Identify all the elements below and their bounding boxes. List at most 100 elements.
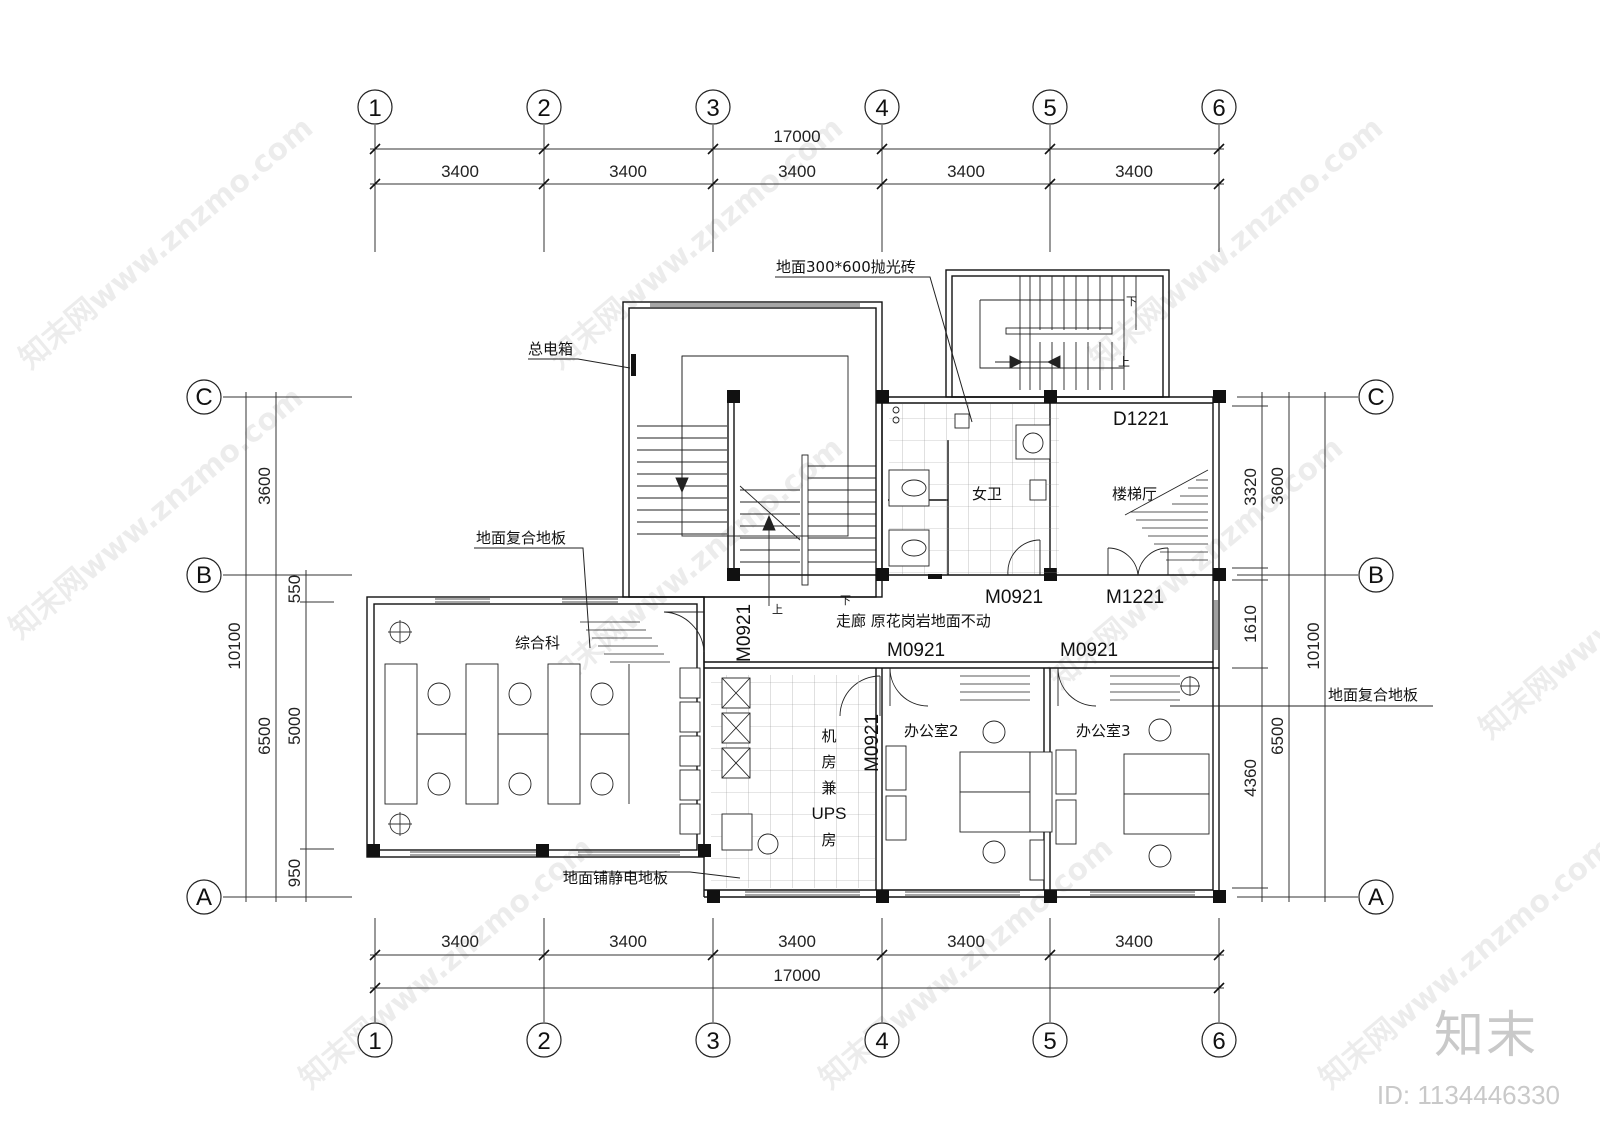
axis-label: 6 <box>1212 1028 1225 1055</box>
dim-bottom-total: 17000 <box>773 966 820 985</box>
axis-label: 1 <box>368 95 381 122</box>
leader-lines <box>474 276 1433 879</box>
dimension-ticks <box>369 143 1225 994</box>
room-label-machine: 房 <box>821 831 836 849</box>
dim-top-bay: 3400 <box>947 162 985 181</box>
dim-bottom-bay: 3400 <box>947 932 985 951</box>
door-code-d1221: D1221 <box>1113 409 1169 430</box>
dim-bottom-bay: 3400 <box>778 932 816 951</box>
axis-label: 6 <box>1212 95 1225 122</box>
office3-furniture <box>1055 718 1210 868</box>
axis-label: 5 <box>1043 1028 1056 1055</box>
hatch-office2 <box>960 675 1030 701</box>
dim-right-total: 10100 <box>1304 622 1323 669</box>
room-labels: 综合科 机 房 兼 UPS 房 办公室2 办公室3 女卫 楼梯厅 走廊 原花岗岩… <box>515 485 1157 849</box>
dim-left-total: 10100 <box>225 622 244 669</box>
axis-label: B <box>196 562 212 589</box>
stair-up-label: 上 <box>772 603 783 616</box>
watermark-brand: 知末 <box>1434 1006 1538 1064</box>
dim-top-total: 17000 <box>773 127 820 146</box>
axis-label: B <box>1368 562 1384 589</box>
stair-right <box>979 276 1137 390</box>
dim-top-bay: 3400 <box>441 162 479 181</box>
axis-label: 4 <box>875 95 888 122</box>
dim-bottom-bay: 3400 <box>1115 932 1153 951</box>
dim-left-inner: 550 <box>285 575 304 603</box>
dim-top-bay: 3400 <box>778 162 816 181</box>
room-label-machine: 兼 <box>821 779 836 797</box>
watermark-text: 知末网www.znzmo.com <box>1473 480 1600 746</box>
axis-label: 5 <box>1043 95 1056 122</box>
plant-icon <box>388 620 1200 836</box>
dim-left-outer: 6500 <box>255 717 274 755</box>
dim-left-inner: 5000 <box>285 707 304 745</box>
axis-bubbles-right: C B A <box>1358 379 1394 915</box>
watermark-text: 知末网www.znzmo.com <box>543 110 850 376</box>
dim-right-outer: 3600 <box>1268 467 1287 505</box>
axis-label: 3 <box>706 1028 719 1055</box>
axis-label: 4 <box>875 1028 888 1055</box>
door-code-m0921: M0921 <box>734 604 755 662</box>
door-code-m1221: M1221 <box>1106 587 1164 608</box>
axis-label: 2 <box>537 95 550 122</box>
stair-left <box>637 355 876 606</box>
dim-right-outer: 6500 <box>1268 717 1287 755</box>
room-label-machine: 房 <box>821 753 836 771</box>
dim-bottom-bay: 3400 <box>441 932 479 951</box>
dimension-lines <box>245 148 1326 989</box>
dim-left-outer: 3600 <box>255 467 274 505</box>
stair-hall-hatch <box>1124 469 1209 561</box>
axis-label: A <box>1368 884 1384 911</box>
axis-label: C <box>195 384 212 411</box>
room-label-stair-hall: 楼梯厅 <box>1112 485 1157 503</box>
watermark-text: 知末网www.znzmo.com <box>1083 110 1390 376</box>
womens-wc-fixtures <box>888 404 1059 576</box>
annotation-main-panel: 总电箱 <box>528 340 573 358</box>
annotation-floor-laminate: 地面复合地板 <box>1328 686 1418 704</box>
watermark-text: 知末网www.znzmo.com <box>3 380 310 646</box>
dim-bottom-bay: 3400 <box>609 932 647 951</box>
dim-right-inner: 1610 <box>1241 605 1260 643</box>
room-label-office2: 办公室2 <box>904 722 959 740</box>
office2-furniture <box>885 720 1053 881</box>
general-office-furniture <box>384 663 701 835</box>
dimension-text: 17000 3400 3400 3400 3400 3400 3400 3400… <box>225 127 1323 985</box>
room-label-general: 综合科 <box>515 634 560 652</box>
axis-bubbles-left: C B A <box>186 379 222 915</box>
axis-label: 1 <box>368 1028 381 1055</box>
room-label-office3: 办公室3 <box>1076 722 1131 740</box>
watermark-id: ID: 1134446330 <box>1376 1080 1560 1110</box>
room-label-corridor: 走廊 原花岗岩地面不动 <box>836 612 991 630</box>
stair-up-label: 上 <box>1118 355 1130 369</box>
watermark-text: 知末网www.znzmo.com <box>13 110 320 376</box>
room-label-machine: UPS <box>812 804 847 823</box>
door-swings <box>663 547 1169 717</box>
panel-box-icon <box>631 354 636 376</box>
axis-label: 3 <box>706 95 719 122</box>
annotation-floor-tile: 地面300*600抛光砖 <box>776 258 916 276</box>
stair-down-label: 下 <box>1126 295 1137 308</box>
dim-top-bay: 3400 <box>1115 162 1153 181</box>
door-code-m0921: M0921 <box>1060 640 1118 661</box>
dim-top-bay: 3400 <box>609 162 647 181</box>
dim-right-inner: 4360 <box>1241 759 1260 797</box>
axis-bubbles-top: 1 2 3 4 5 6 <box>357 89 1237 125</box>
room-label-womens-wc: 女卫 <box>972 485 1002 503</box>
annotation-labels: 总电箱 地面300*600抛光砖 地面复合地板 地面复合地板 地面铺静电地板 <box>476 258 1418 887</box>
axis-label: C <box>1367 384 1384 411</box>
machine-room-floor <box>711 675 875 888</box>
door-code-m0921: M0921 <box>985 587 1043 608</box>
dim-right-inner: 3320 <box>1241 468 1260 506</box>
dim-left-inner: 950 <box>285 859 304 887</box>
axis-label: A <box>196 884 212 911</box>
hatch-general <box>580 621 670 663</box>
room-label-machine: 机 <box>821 727 836 745</box>
stair-down-label: 下 <box>840 594 851 607</box>
annotation-floor-antistatic: 地面铺静电地板 <box>563 869 668 887</box>
axis-bubbles-bottom: 1 2 3 4 5 6 <box>357 1022 1237 1058</box>
hatch-office3 <box>1110 675 1180 701</box>
watermark-text: 知末网www.znzmo.com <box>293 830 600 1096</box>
axis-label: 2 <box>537 1028 550 1055</box>
structural-columns <box>367 390 1226 903</box>
